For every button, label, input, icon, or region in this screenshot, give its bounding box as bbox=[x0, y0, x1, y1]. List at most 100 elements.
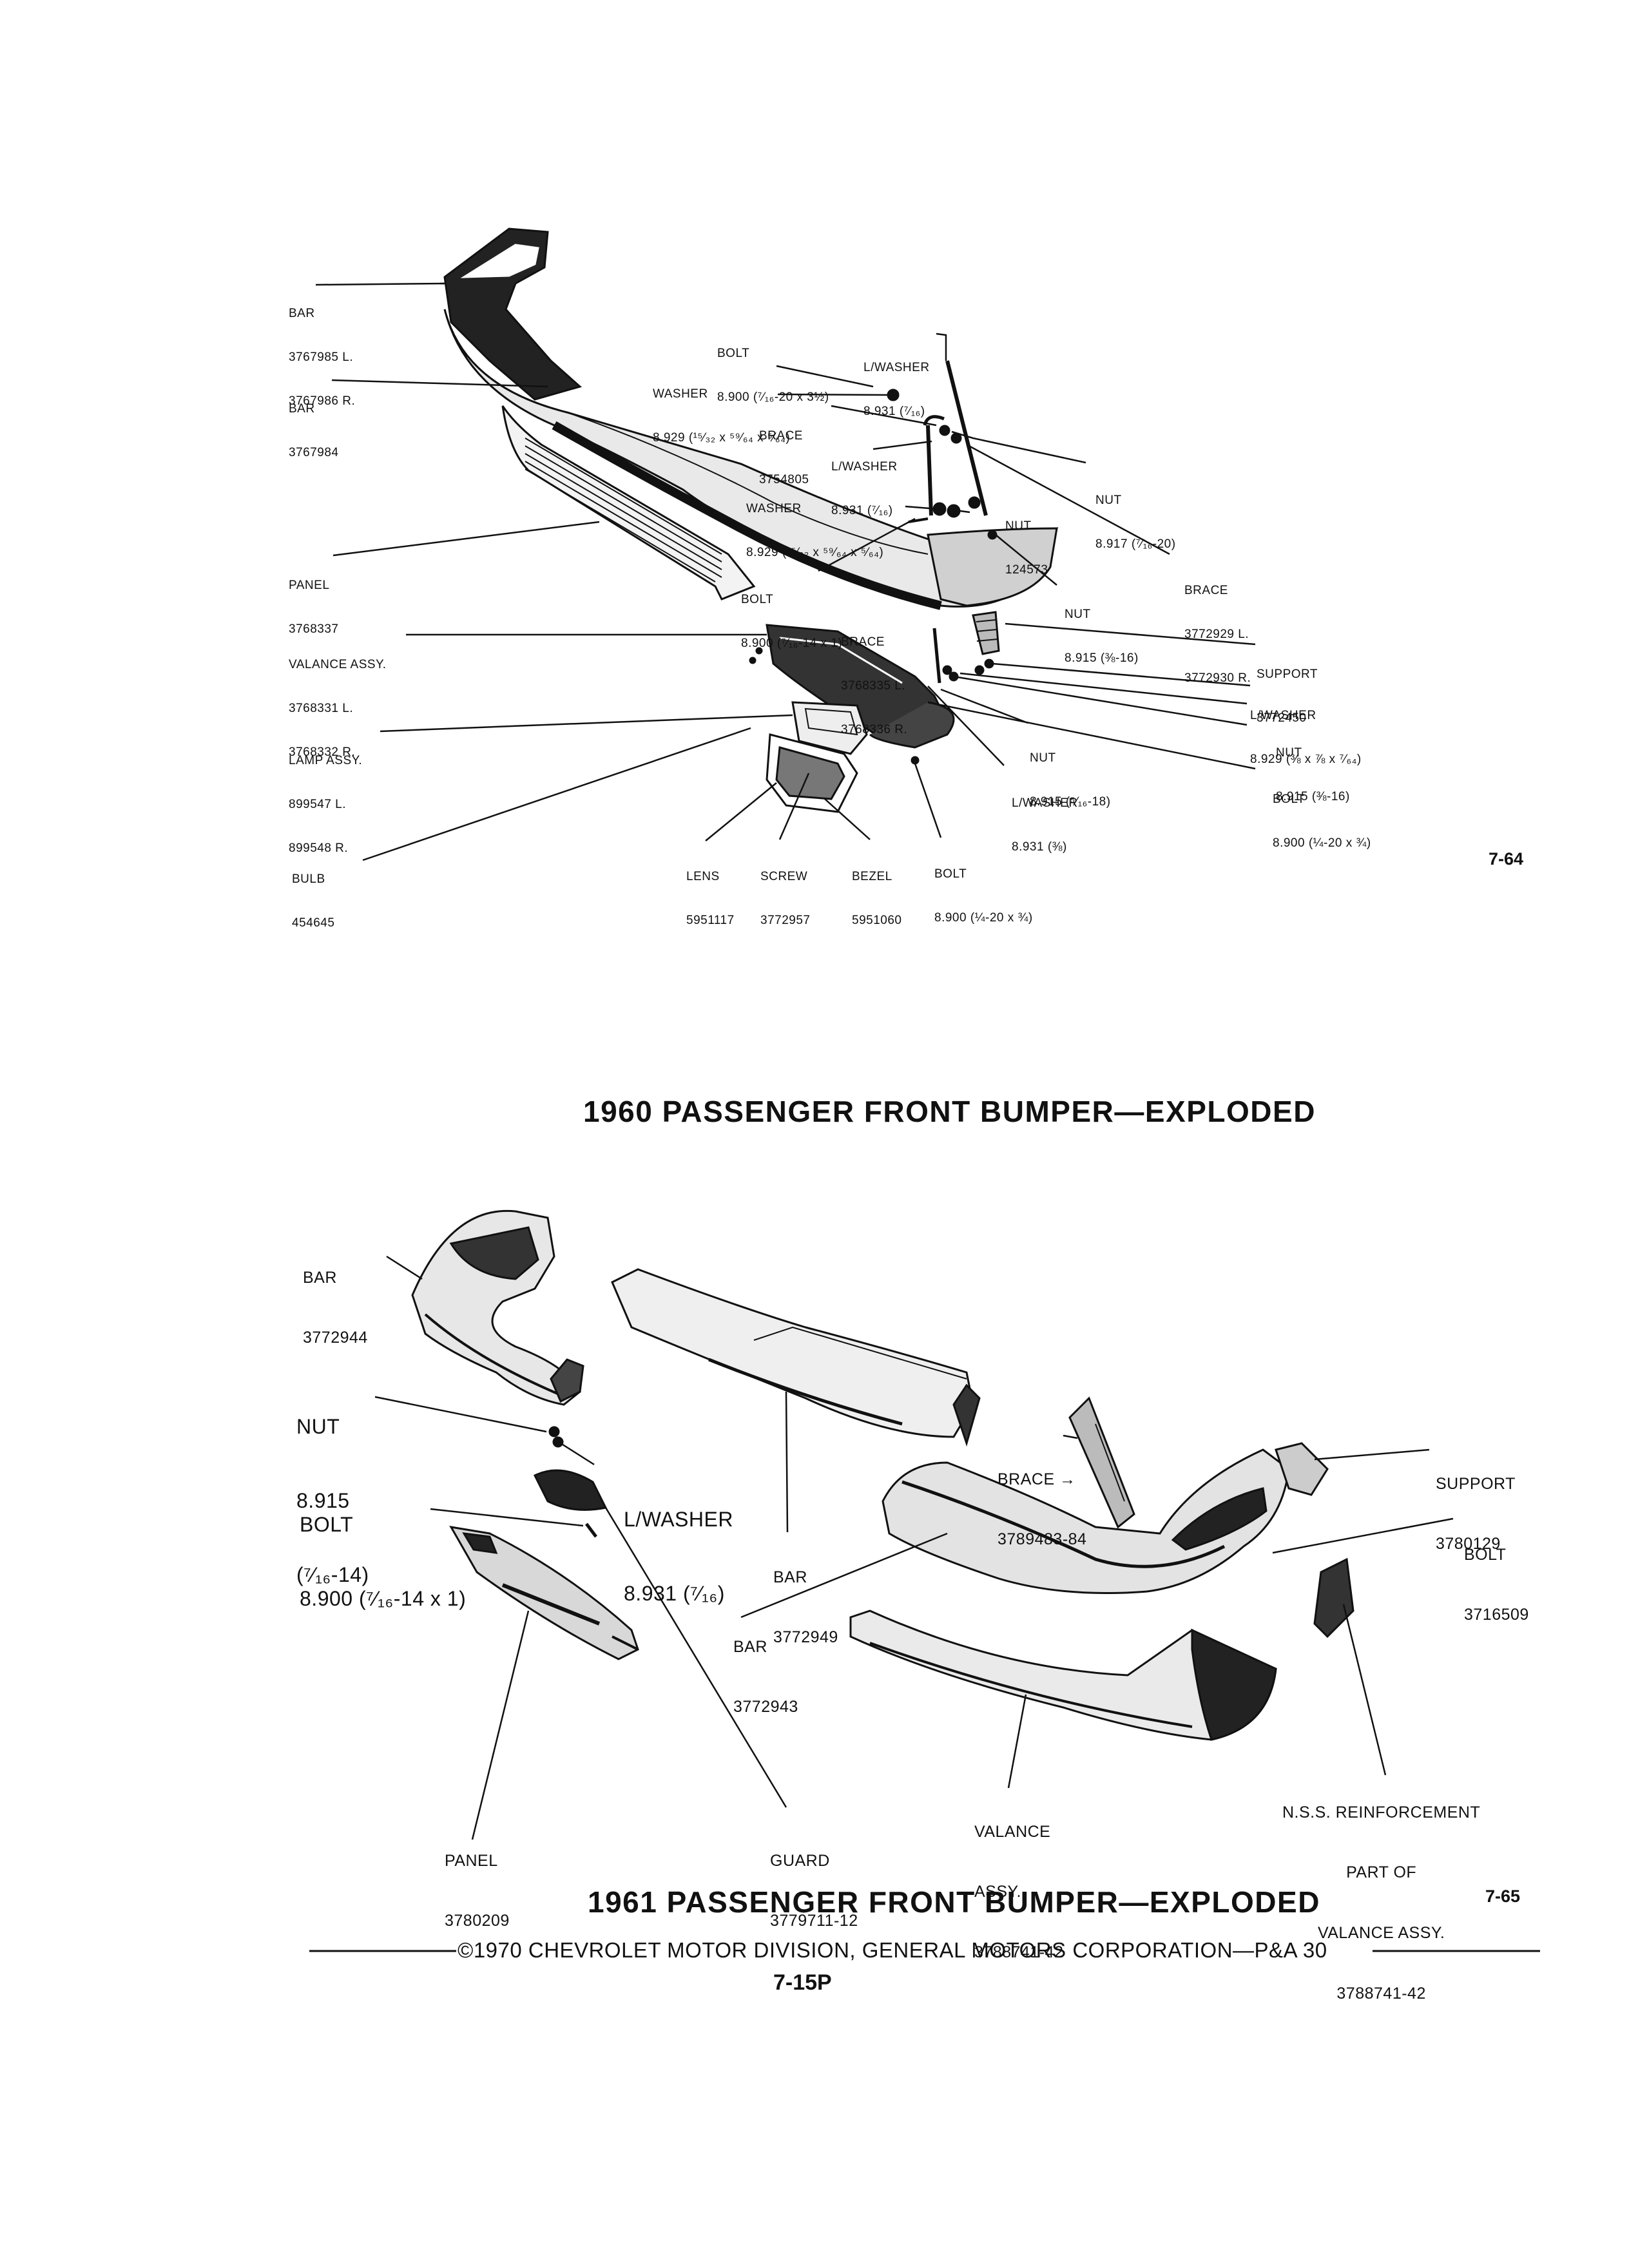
label-lamp: LAMP ASSY. 899547 L. 899548 R. bbox=[289, 724, 362, 871]
label-bar-center: BAR 3767984 bbox=[289, 372, 338, 476]
title-1960: 1960 PASSENGER FRONT BUMPER—EXPLODED bbox=[583, 1095, 1316, 1128]
leader-lines-1960 bbox=[315, 282, 1256, 861]
label-washer-top: WASHER 8.929 (¹⁵⁄₃₂ x ⁵⁹⁄₆₄ x ⁵⁄₆₄) bbox=[653, 358, 790, 461]
label-part-number: 5951117 bbox=[686, 913, 735, 927]
label-part-number: 3767986 R. bbox=[289, 394, 356, 408]
label-part-number: 3767985 L. bbox=[289, 350, 354, 364]
label-title: GUARD bbox=[770, 1851, 830, 1870]
label-part-number: 3780129 bbox=[1436, 1535, 1501, 1553]
label-valance-1961: VALANCE ASSY. 3788741-42 bbox=[974, 1782, 1063, 1983]
label-lens: LENS 5951117 bbox=[686, 840, 735, 943]
label-part-number: 3767984 bbox=[289, 445, 339, 459]
label-part-number: 3768336 R. bbox=[841, 723, 908, 737]
label-bar-3772949: BAR 3772949 bbox=[773, 1527, 838, 1668]
label-title: PANEL bbox=[289, 578, 330, 592]
label-part-number: 3772957 bbox=[760, 913, 811, 927]
label-title: BRACE → bbox=[998, 1470, 1076, 1488]
label-part-number: 3789483-84 bbox=[998, 1530, 1087, 1549]
label-bezel: BEZEL 5951060 bbox=[852, 840, 901, 943]
label-title: BOLT bbox=[934, 867, 967, 881]
label-part-number: 3772450 bbox=[1257, 711, 1307, 725]
label-title: BEZEL bbox=[852, 869, 892, 883]
label-lwasher-mid: L/WASHER 8.931 (⁷⁄₁₆) bbox=[831, 430, 898, 533]
label-title: NUT bbox=[1065, 607, 1091, 621]
page-number: 7-15P bbox=[773, 1970, 832, 1995]
label-part-number: 3768331 L. bbox=[289, 701, 354, 715]
label-bolt-3716509: BOLT 3716509 bbox=[1464, 1504, 1529, 1646]
label-lwasher-8929: L/WASHER 8.929 (⅜ x ⅞ x ⁷⁄₆₄) bbox=[1250, 679, 1362, 782]
label-title: L/WASHER bbox=[831, 459, 898, 474]
panel-grille-slats bbox=[525, 437, 722, 582]
label-part-number: 8.900 (⁷⁄₁₆-14 x 1) bbox=[300, 1586, 467, 1610]
bar-3772943-art bbox=[882, 1448, 1290, 1594]
label-part-number: 8.900 (¼-20 x ¾) bbox=[1273, 836, 1371, 850]
diagram-1961-artwork bbox=[374, 1209, 1454, 1840]
label-part-number: 3768337 bbox=[289, 622, 339, 636]
label-title: BAR bbox=[289, 306, 315, 320]
label-part-number: 8.931 (⅜) bbox=[1012, 840, 1067, 854]
diagram-1960-artwork bbox=[315, 227, 1256, 861]
label-title: BOLT bbox=[300, 1512, 354, 1536]
label-nut-8917: NUT 8.917 (⁷⁄₁₆-20) bbox=[1095, 464, 1176, 567]
label-nut-124573: NUT 124573 bbox=[1005, 490, 1048, 593]
label-lwasher-low: L/WASHER 8.931 (⅜) bbox=[1012, 767, 1078, 870]
label-title: NUT bbox=[1030, 751, 1056, 765]
label-bulb: BULB 454645 bbox=[292, 843, 334, 946]
label-reinforcement: N.S.S. REINFORCEMENT PART OF VALANCE ASS… bbox=[1282, 1762, 1480, 2024]
label-part-number: 8.915 bbox=[296, 1488, 350, 1512]
label-part-number: 3716509 bbox=[1464, 1606, 1529, 1624]
label-part-number: 899547 L. bbox=[289, 797, 347, 811]
label-support-1961: SUPPORT 3780129 bbox=[1436, 1434, 1516, 1575]
label-part-number: 3772930 R. bbox=[1184, 671, 1251, 686]
lamp-assy-1960 bbox=[791, 701, 868, 755]
label-guard-1961: GUARD 3779711-12 bbox=[770, 1811, 858, 1952]
label-title: N.S.S. REINFORCEMENT bbox=[1282, 1803, 1481, 1821]
label-part-number: 899548 R. bbox=[289, 841, 349, 856]
label-part-number: PART OF bbox=[1346, 1863, 1417, 1882]
label-title: BOLT bbox=[717, 346, 750, 360]
support-3780129-art bbox=[1275, 1442, 1329, 1496]
label-brace-3754805: BRACE 3754805 bbox=[759, 399, 809, 503]
label-title: BAR bbox=[773, 1568, 807, 1586]
label-part-number: 8.929 (¹⁵⁄₃₂ x ⁵⁹⁄₆₄ x ⁵⁄₆₄) bbox=[746, 545, 884, 559]
label-part-number: 3772929 L. bbox=[1184, 627, 1249, 641]
label-panel: PANEL 3768337 bbox=[289, 549, 338, 652]
label-title: LENS bbox=[686, 869, 720, 883]
label-title: BOLT bbox=[1273, 792, 1306, 806]
label-brace-1961: BRACE → 3789483-84 bbox=[998, 1429, 1086, 1570]
label-bolt-right: BOLT 8.900 (¼-20 x ¾) bbox=[1273, 763, 1371, 866]
label-title: PANEL bbox=[445, 1851, 498, 1870]
label-title: L/WASHER bbox=[1012, 796, 1078, 810]
label-title: SUPPORT bbox=[1257, 667, 1318, 681]
label-part-number: VALANCE ASSY. bbox=[1317, 1924, 1445, 1942]
figure-number-7-64: 7-64 bbox=[1489, 849, 1524, 869]
label-bolt-mid: BOLT 8.900 (⁷⁄₁₆-14 x 1) bbox=[741, 563, 842, 666]
label-title: BOLT bbox=[1464, 1545, 1507, 1564]
label-bolt-1961: BOLT 8.900 (⁷⁄₁₆-14 x 1) bbox=[300, 1463, 466, 1636]
label-title: NUT bbox=[1095, 493, 1122, 507]
copyright-line: ©1970 CHEVROLET MOTOR DIVISION, GENERAL … bbox=[458, 1938, 1327, 1962]
label-part-number: (⁷⁄₁₆-14) bbox=[296, 1563, 369, 1587]
label-washer-mid: WASHER 8.929 (¹⁵⁄₃₂ x ⁵⁹⁄₆₄ x ⁵⁄₆₄) bbox=[746, 472, 883, 575]
label-title: WASHER bbox=[653, 387, 708, 401]
label-title: L/WASHER bbox=[624, 1507, 733, 1531]
label-part-number: 8.915 (⁵⁄₁₆-18) bbox=[1030, 794, 1111, 809]
label-title: NUT bbox=[296, 1414, 340, 1438]
reinforcement-art bbox=[1313, 1557, 1354, 1639]
label-nut-8915-b: NUT 8.915 (⅜-16) bbox=[1276, 716, 1350, 820]
brace-rod-1960 bbox=[926, 425, 933, 516]
label-part-number: 8.900 (⁷⁄₁₆-20 x 3½) bbox=[717, 390, 829, 404]
label-title: SCREW bbox=[760, 869, 808, 883]
guard-3779711-art bbox=[533, 1469, 608, 1511]
label-screw: SCREW 3772957 bbox=[760, 840, 810, 943]
label-part-number: 3779711-12 bbox=[770, 1912, 858, 1930]
label-lwasher-1961: L/WASHER 8.931 (⁷⁄₁₆) bbox=[624, 1457, 733, 1631]
label-part-number: 8.915 (⅜-16) bbox=[1276, 789, 1350, 803]
label-title: WASHER bbox=[746, 501, 802, 515]
label-bar-3772943: BAR 3772943 bbox=[733, 1597, 798, 1738]
label-part-number: 5951060 bbox=[852, 913, 902, 927]
label-title: NUT bbox=[1276, 745, 1302, 760]
label-part-number: 3768332 R. bbox=[289, 745, 356, 760]
label-part-number: 8.929 (¹⁵⁄₃₂ x ⁵⁹⁄₆₄ x ⁵⁄₆₄) bbox=[653, 430, 791, 445]
